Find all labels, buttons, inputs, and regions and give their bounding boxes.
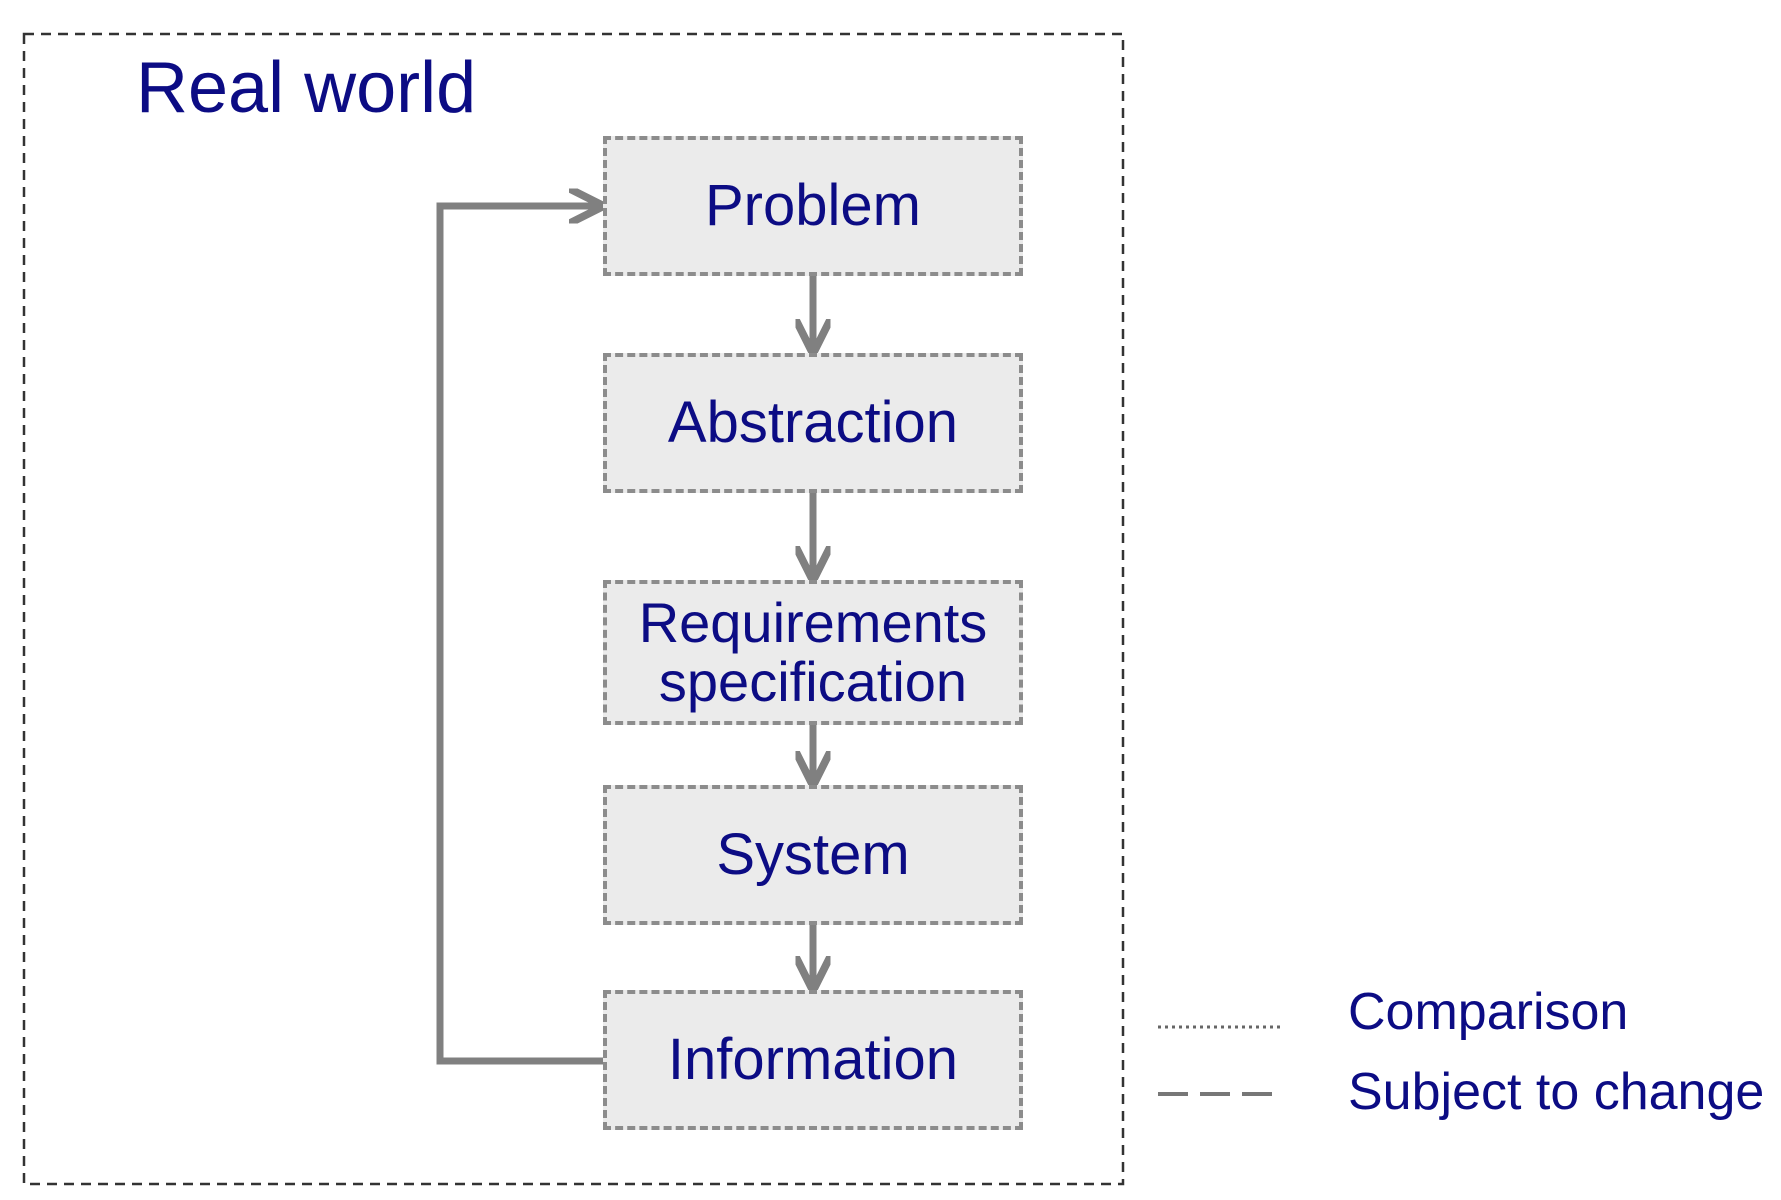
real-world-frame [22, 32, 1125, 1186]
information-box: Information [603, 990, 1023, 1130]
system-box: System [603, 785, 1023, 925]
problem-box: Problem [603, 136, 1023, 276]
legend-subject-to-change-label: Subject to change [1348, 1063, 1765, 1121]
requirements-specification-box: Requirements specification [603, 580, 1023, 725]
legend-comparison-label: Comparison [1348, 983, 1629, 1041]
abstraction-box: Abstraction [603, 353, 1023, 493]
real-world-label: Real world [136, 48, 477, 128]
arrow-information-to-problem [436, 206, 603, 1065]
